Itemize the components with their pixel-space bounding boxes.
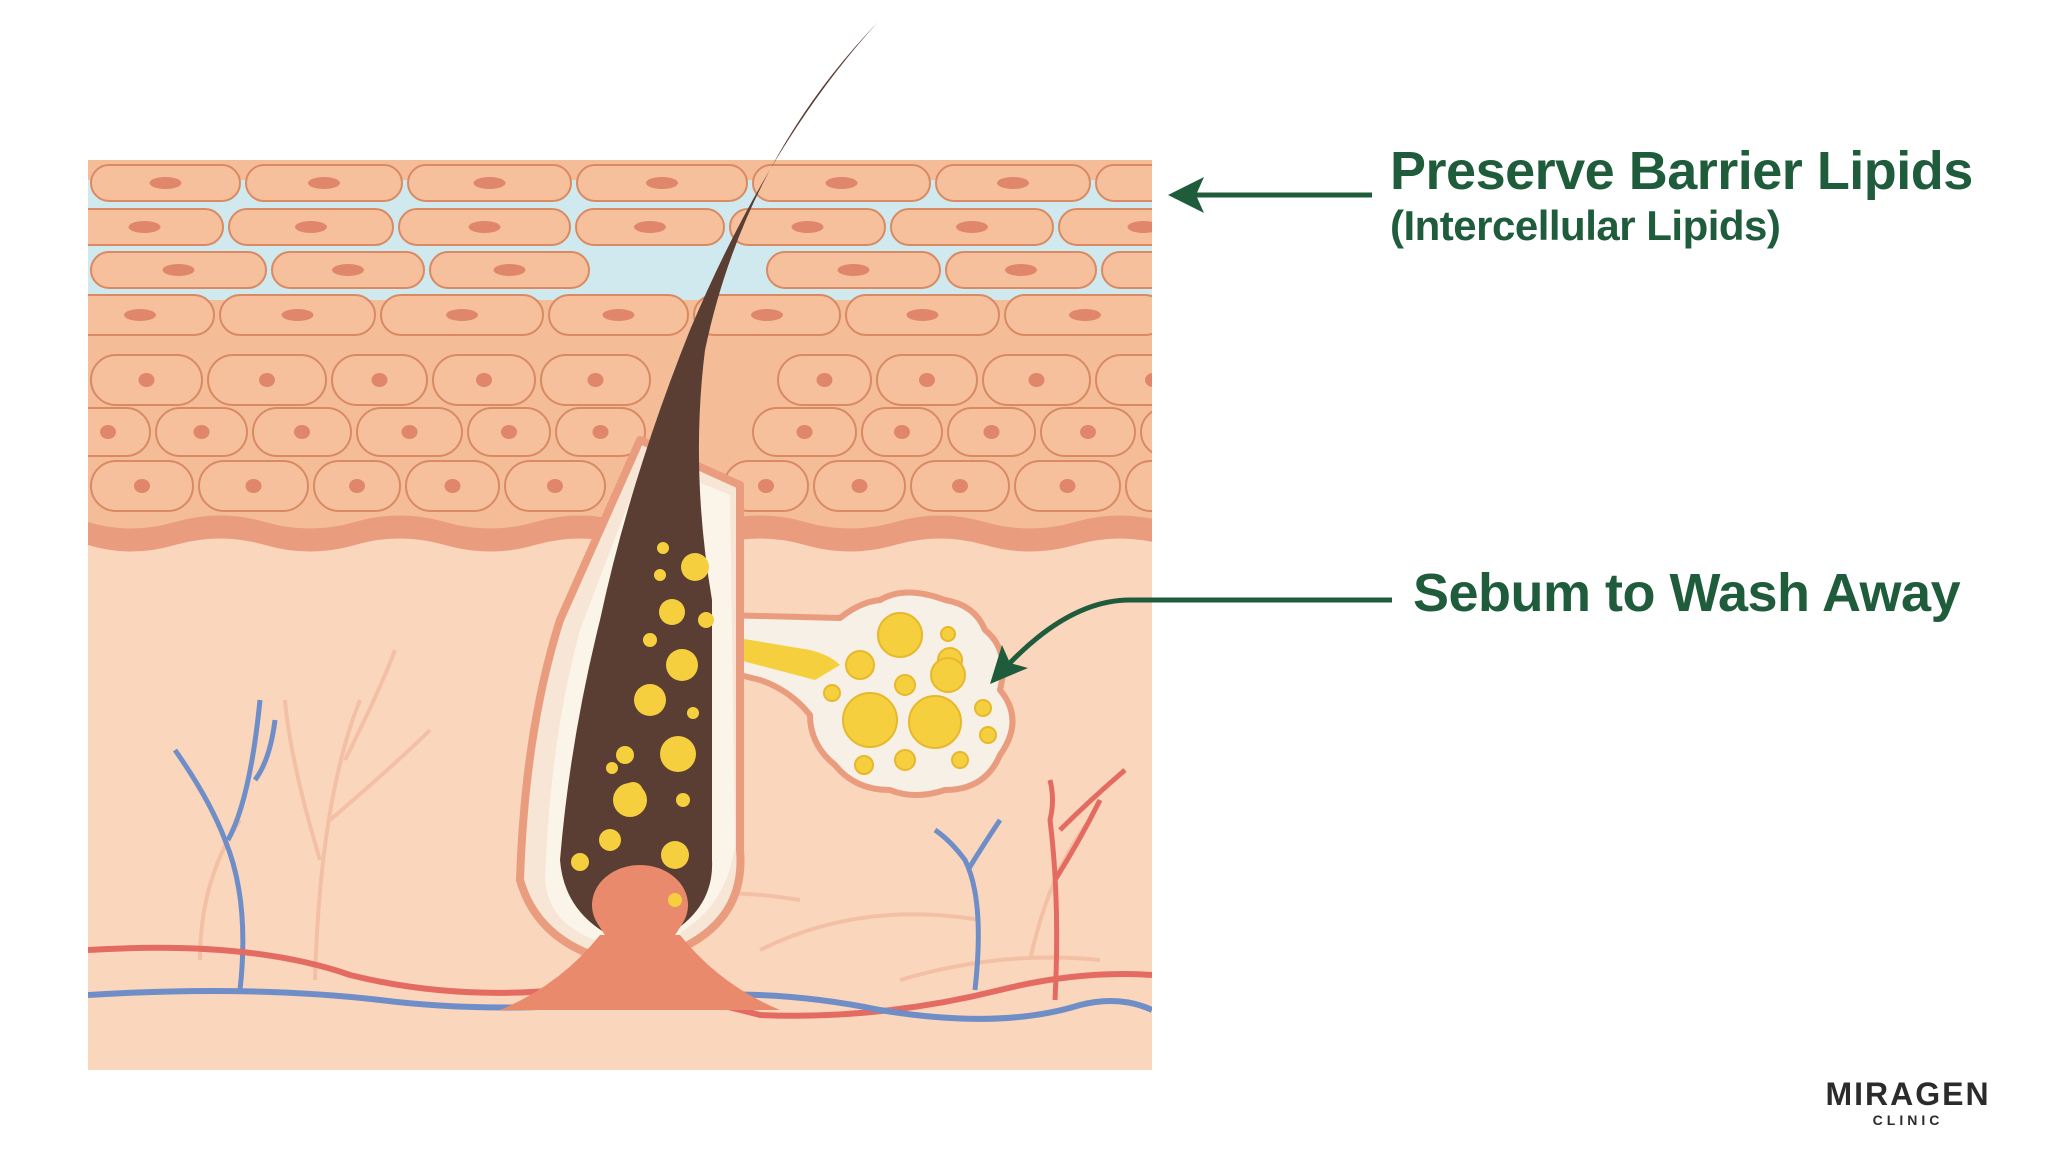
cell-nucleus — [194, 425, 210, 439]
cell-nucleus — [402, 425, 418, 439]
cell-nucleus — [282, 309, 314, 321]
cell-nucleus — [139, 373, 155, 387]
cell-nucleus — [446, 309, 478, 321]
cell-nucleus — [797, 425, 813, 439]
cell-nucleus — [1029, 373, 1045, 387]
cell-nucleus — [474, 177, 506, 189]
cell-nucleus — [1080, 425, 1096, 439]
cell-nucleus — [295, 221, 327, 233]
cell-nucleus — [826, 177, 858, 189]
cell-nucleus — [163, 264, 195, 276]
cell-nucleus — [894, 425, 910, 439]
cell-nucleus — [956, 221, 988, 233]
cell-nucleus — [246, 479, 262, 493]
cell-nucleus — [547, 479, 563, 493]
cell-nucleus — [792, 221, 824, 233]
cell-nucleus — [1128, 221, 1160, 233]
cell-nucleus — [634, 221, 666, 233]
cell-nucleus — [129, 221, 161, 233]
cell-nucleus — [751, 309, 783, 321]
clinic-logo-name: MIRAGEN — [1822, 1076, 1994, 1113]
cell-nucleus — [501, 425, 517, 439]
cell-nucleus — [838, 264, 870, 276]
barrier-arrow — [1168, 177, 1372, 213]
skin-cell — [1096, 355, 1210, 405]
skin-cell — [1102, 252, 1259, 288]
barrier-lipids-label: Preserve Barrier Lipids — [1390, 140, 1973, 202]
cell-nucleus — [817, 373, 833, 387]
cell-nucleus — [124, 309, 156, 321]
cell-nucleus — [100, 425, 116, 439]
cell-nucleus — [919, 373, 935, 387]
cell-nucleus — [1060, 479, 1076, 493]
cell-nucleus — [494, 264, 526, 276]
cell-nucleus — [646, 177, 678, 189]
cell-nucleus — [150, 177, 182, 189]
cell-nucleus — [1145, 373, 1161, 387]
cell-nucleus — [588, 373, 604, 387]
cell-nucleus — [259, 373, 275, 387]
skin-cell — [1141, 408, 1242, 456]
cell-nucleus — [134, 479, 150, 493]
cell-nucleus — [852, 479, 868, 493]
cell-nucleus — [445, 479, 461, 493]
cell-nucleus — [952, 479, 968, 493]
cell-nucleus — [1174, 479, 1190, 493]
cell-nucleus — [984, 425, 1000, 439]
cell-nucleus — [1005, 264, 1037, 276]
cell-nucleus — [603, 309, 635, 321]
cell-nucleus — [476, 373, 492, 387]
cell-nucleus — [593, 425, 609, 439]
skin-cell — [1126, 461, 1238, 511]
cell-nucleus — [1069, 309, 1101, 321]
cell-nucleus — [469, 221, 501, 233]
cell-nucleus — [349, 479, 365, 493]
cell-nucleus — [372, 373, 388, 387]
cell-nucleus — [907, 309, 939, 321]
sebum-label: Sebum to Wash Away — [1413, 562, 1960, 624]
cell-nucleus — [1184, 425, 1200, 439]
cell-nucleus — [308, 177, 340, 189]
intercellular-lipids-label: (Intercellular Lipids) — [1390, 202, 1780, 250]
cell-nucleus — [1165, 264, 1197, 276]
cell-nucleus — [758, 479, 774, 493]
cell-nucleus — [332, 264, 364, 276]
clinic-logo-tagline: CLINIC — [1822, 1112, 1994, 1128]
cell-nucleus — [997, 177, 1029, 189]
cell-nucleus — [294, 425, 310, 439]
